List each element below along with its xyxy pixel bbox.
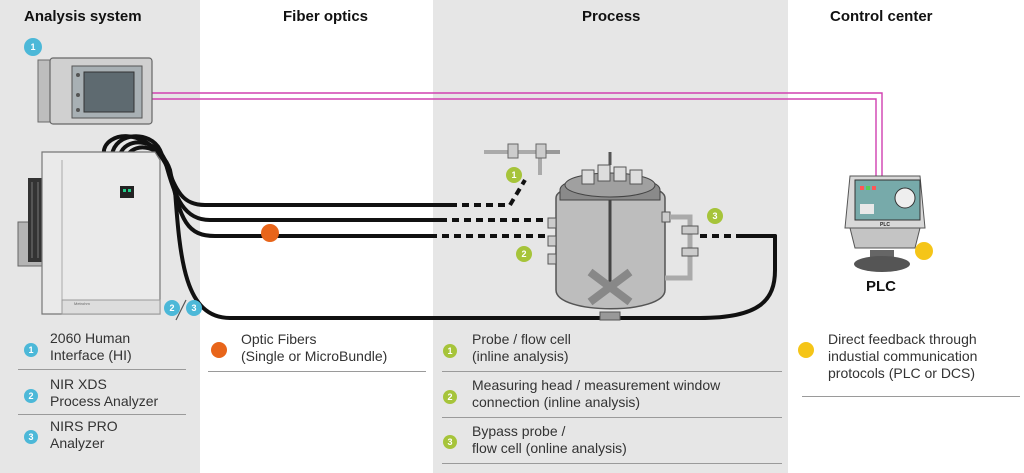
marker-2-analyzer: 2 [164,300,180,316]
marker-3-bypass: 3 [707,208,723,224]
legend-divider [442,371,782,372]
legend-analysis-3-dot: 3 [24,430,38,444]
plc-label: PLC [866,278,896,295]
legend-divider [18,414,186,415]
marker-1-human-interface: 1 [24,38,42,56]
header-process: Process [582,8,641,25]
legend-divider [18,369,186,370]
legend-control: Direct feedback through industial commun… [828,331,978,381]
legend-process-3-dot: 3 [443,435,457,449]
marker-control-feedback [915,242,933,260]
legend-fiber-dot [211,342,227,358]
marker-3-analyzer: 3 [186,300,202,316]
marker-optic-fiber [261,224,279,242]
optic-fiber-dashes [430,178,740,238]
optic-fibers [101,134,777,320]
legend-divider [802,396,1020,397]
legend-control-dot [798,342,814,358]
marker-2-measuring-head: 2 [516,246,532,262]
marker-divider [175,299,187,321]
analyzer-brand: Metrohm [74,301,90,306]
communication-cable [150,92,883,176]
legend-analysis-1-dot: 1 [24,343,38,357]
legend-analysis-1: 2060 Human Interface (HI) [50,330,132,363]
legend-divider [442,417,782,418]
header-control-center: Control center [830,8,933,25]
reactor-vessel [484,143,699,321]
legend-divider [442,463,782,464]
legend-process-1: Probe / flow cell (inline analysis) [472,331,571,364]
plc-terminal [844,175,926,272]
legend-process-2-dot: 2 [443,390,457,404]
legend-analysis-3: NIRS PRO Analyzer [50,418,118,451]
legend-divider [208,371,426,372]
header-analysis-system: Analysis system [24,8,142,25]
human-interface-unit [37,57,153,125]
legend-analysis-2-dot: 2 [24,389,38,403]
process-analyzer-cabinet [17,151,161,315]
legend-process-3: Bypass probe / flow cell (online analysi… [472,423,627,456]
legend-process-1-dot: 1 [443,344,457,358]
header-fiber-optics: Fiber optics [283,8,369,25]
legend-fiber: Optic Fibers (Single or MicroBundle) [241,331,388,364]
legend-process-2: Measuring head / measurement window conn… [472,377,721,410]
legend-analysis-2: NIR XDS Process Analyzer [50,376,159,409]
plc-screen-label: PLC [880,222,890,228]
marker-1-probe: 1 [506,167,522,183]
